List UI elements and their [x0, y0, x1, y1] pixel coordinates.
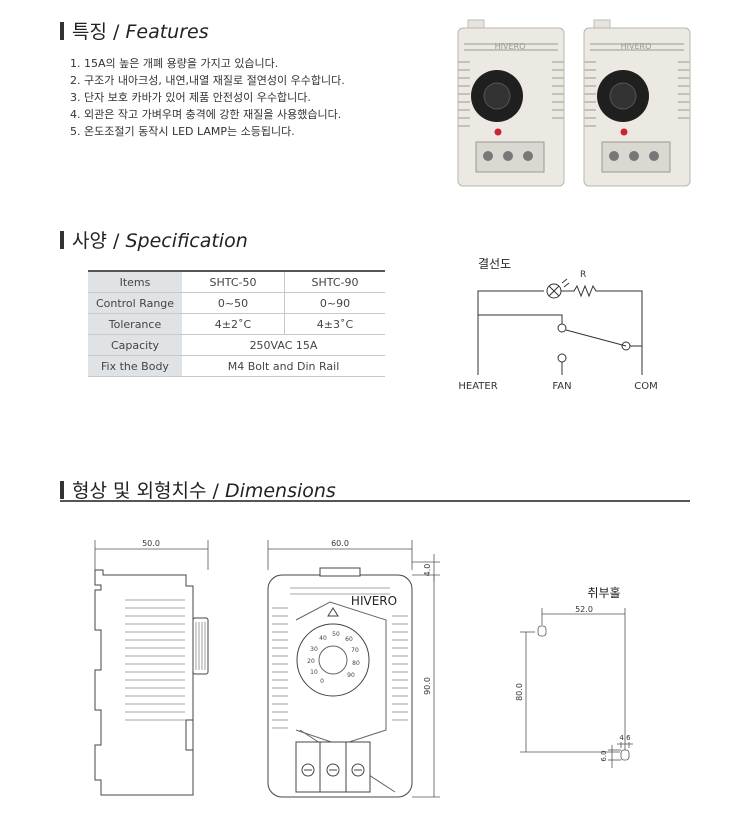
features-title: 특징 / Features — [60, 17, 209, 44]
side-view — [94, 569, 209, 796]
table-header-cell: Items — [88, 270, 182, 293]
wiring-title: 결선도 — [478, 257, 511, 271]
table-row: Control Range 0~50 0~90 — [88, 292, 385, 314]
feature-item: 5. 온도조절기 동작시 LED LAMP는 소등됩니다. — [70, 125, 295, 138]
svg-text:HIVERO: HIVERO — [621, 42, 652, 51]
table-cell: 4±2˚C — [182, 313, 285, 335]
features-list: 1. 15A의 높은 개폐 용량을 가지고 있습니다. 2. 구조가 내아크성,… — [70, 55, 345, 140]
wiring-diagram: 결선도 R HEATER FAN COM — [458, 257, 657, 392]
mount-height-label: 80.0 — [515, 683, 524, 701]
svg-text:30: 30 — [310, 646, 318, 653]
dimension-drawings: 50.0 60.0 4.0 90.0 — [94, 539, 633, 798]
svg-text:0: 0 — [320, 678, 324, 685]
fan-label: FAN — [552, 381, 571, 392]
thermostat-unit-2: HIVERO — [583, 19, 691, 187]
svg-text:60: 60 — [345, 636, 353, 643]
table-header-cell: SHTC-90 — [284, 270, 385, 293]
svg-text:50: 50 — [332, 631, 340, 638]
row-label: Control Range — [88, 292, 182, 314]
table-row: Tolerance 4±2˚C 4±3˚C — [88, 313, 385, 335]
side-width-label: 50.0 — [142, 539, 160, 548]
mount-width-label: 52.0 — [575, 605, 593, 614]
svg-text:10: 10 — [310, 669, 318, 676]
feature-item: 2. 구조가 내아크성, 내연,내열 재질로 절연성이 우수합니다. — [70, 74, 345, 87]
dimensions-title: 형상 및 외형치수 / Dimensions — [60, 476, 336, 503]
row-label: Fix the Body — [88, 355, 182, 377]
thermostat-unit-1: HIVERO — [457, 19, 565, 187]
svg-text:90: 90 — [347, 672, 355, 679]
svg-text:70: 70 — [351, 647, 359, 654]
svg-text:HIVERO: HIVERO — [495, 42, 526, 51]
front-view — [267, 567, 413, 798]
height-label: 90.0 — [423, 677, 432, 695]
svg-text:20: 20 — [307, 658, 315, 665]
feature-item: 1. 15A의 높은 개폐 용량을 가지고 있습니다. — [70, 57, 279, 70]
mount-hole-drawing — [520, 608, 633, 768]
svg-text:40: 40 — [319, 635, 327, 642]
feature-item: 4. 외관은 작고 가벼우며 충격에 강한 재질을 사용했습니다. — [70, 108, 342, 121]
front-width-label: 60.0 — [331, 539, 349, 548]
product-photo: HIVERO HIVERO — [457, 19, 691, 187]
table-row: Capacity 250VAC 15A — [88, 334, 385, 356]
section-divider — [60, 500, 690, 502]
resistor-label: R — [580, 270, 586, 280]
top-offset-label: 4.0 — [423, 564, 432, 577]
table-row: Items SHTC-50 SHTC-90 — [88, 270, 385, 293]
table-cell: M4 Bolt and Din Rail — [182, 355, 385, 377]
dial-scale: 0 10 20 30 40 50 60 70 80 90 — [307, 631, 360, 685]
specification-title: 사양 / Specification — [60, 226, 248, 253]
table-cell: 4±3˚C — [284, 313, 385, 335]
feature-item: 3. 단자 보호 카바가 있어 제품 안전성이 우수합니다. — [70, 91, 311, 104]
table-header-cell: SHTC-50 — [182, 270, 285, 293]
front-brand-label: HIVERO — [351, 594, 397, 608]
svg-text:80: 80 — [352, 660, 360, 667]
row-label: Capacity — [88, 334, 182, 356]
table-cell: 250VAC 15A — [182, 334, 385, 356]
mount-title: 취부홀 — [587, 586, 620, 600]
table-row: Fix the Body M4 Bolt and Din Rail — [88, 355, 385, 377]
table-cell: 0~50 — [182, 292, 285, 314]
table-cell: 0~90 — [284, 292, 385, 314]
mount-hole-h-label: 6.0 — [600, 750, 608, 761]
com-label: COM — [634, 381, 657, 392]
mount-hole-w-label: 4.6 — [619, 734, 631, 742]
row-label: Tolerance — [88, 313, 182, 335]
heater-label: HEATER — [458, 381, 497, 392]
spec-table: Items SHTC-50 SHTC-90 Control Range 0~50… — [88, 270, 385, 377]
